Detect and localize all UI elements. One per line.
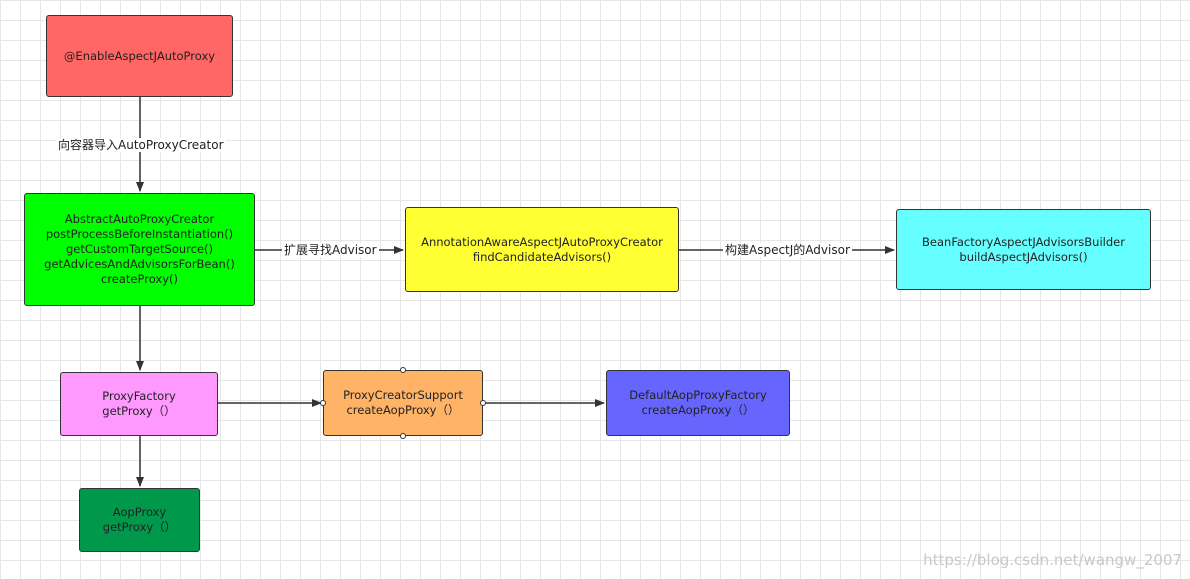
node-line: AopProxy	[112, 505, 167, 519]
node-proxy-creator-support[interactable]: ProxyCreatorSupport createAopProxy（）	[323, 370, 483, 436]
node-enable-aspectj-auto-proxy[interactable]: @EnableAspectJAutoProxy	[46, 15, 233, 97]
node-abstract-auto-proxy-creator[interactable]: AbstractAutoProxyCreator postProcessBefo…	[24, 193, 255, 306]
node-line: createAopProxy（）	[346, 403, 460, 417]
connection-handle[interactable]	[400, 433, 406, 439]
node-line: ProxyFactory	[102, 389, 176, 403]
node-line: createAopProxy（）	[641, 403, 755, 417]
node-line: ProxyCreatorSupport	[343, 388, 463, 402]
node-line: getCustomTargetSource()	[66, 242, 213, 256]
node-line: postProcessBeforeInstantiation()	[45, 227, 234, 241]
node-advisors-builder[interactable]: BeanFactoryAspectJAdvisorsBuilder buildA…	[896, 209, 1151, 290]
node-aop-proxy[interactable]: AopProxy getProxy（）	[79, 488, 200, 552]
node-line: getProxy（）	[102, 404, 176, 418]
node-proxy-factory[interactable]: ProxyFactory getProxy（）	[60, 372, 218, 436]
node-line: AbstractAutoProxyCreator	[64, 212, 215, 226]
edge-label-build-aspectj-advisor: 构建AspectJ的Advisor	[723, 243, 852, 257]
connection-handle[interactable]	[400, 367, 406, 373]
connection-handle[interactable]	[480, 400, 486, 406]
node-default-aop-proxy-factory[interactable]: DefaultAopProxyFactory createAopProxy（）	[606, 370, 790, 436]
connection-handle[interactable]	[320, 400, 326, 406]
edge-label-extend-find-advisor: 扩展寻找Advisor	[282, 243, 379, 257]
node-line: getAdvicesAndAdvisorsForBean()	[44, 257, 235, 271]
watermark: https://blog.csdn.net/wangw_2007	[923, 551, 1182, 569]
node-annotation-aware-creator[interactable]: AnnotationAwareAspectJAutoProxyCreator f…	[405, 207, 679, 292]
node-line: buildAspectJAdvisors()	[959, 249, 1088, 264]
node-line: @EnableAspectJAutoProxy	[63, 48, 216, 63]
node-line: DefaultAopProxyFactory	[629, 388, 767, 402]
node-line: createProxy()	[101, 272, 178, 286]
node-line: AnnotationAwareAspectJAutoProxyCreator	[421, 234, 663, 249]
edge-label-import-creator: 向容器导入AutoProxyCreator	[56, 138, 226, 152]
node-line: getProxy（）	[102, 520, 177, 534]
node-line: findCandidateAdvisors()	[472, 249, 612, 264]
node-line: BeanFactoryAspectJAdvisorsBuilder	[922, 234, 1125, 249]
